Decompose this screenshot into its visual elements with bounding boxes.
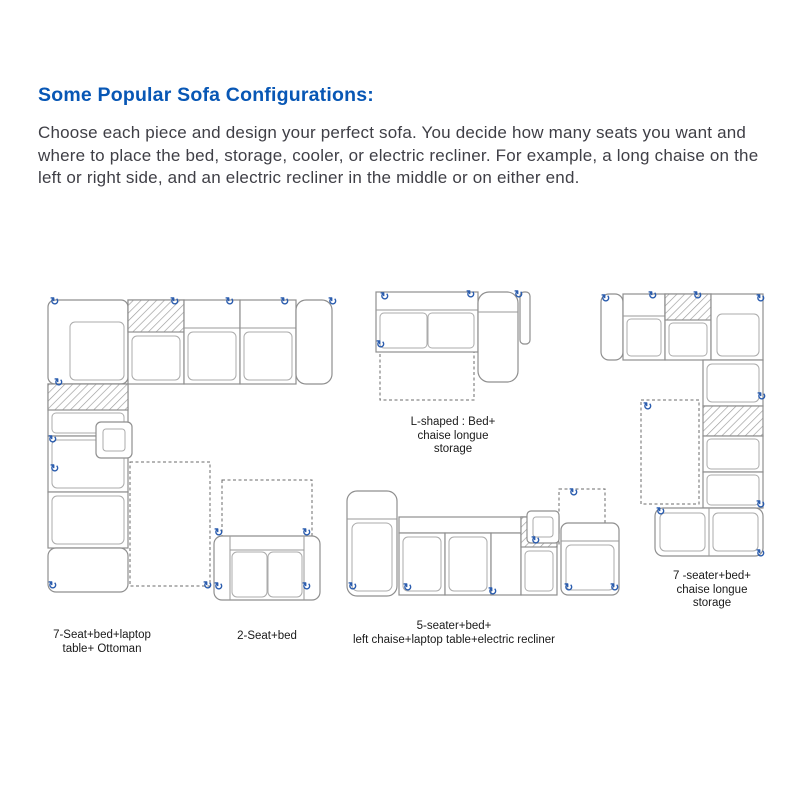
label-line: 7 -seater+bed+ — [672, 570, 751, 582]
diagram-5-seater-recliner: 5-seater+bed+ left chaise+laptop table+e… — [343, 487, 623, 652]
intro-text: Choose each piece and design your perfec… — [38, 123, 759, 187]
diagram-l-shaped-bed-chaise: L-shaped : Bed+ chaise longue storage ↻↻… — [372, 288, 532, 458]
diagram-7-seater-chaise-storage: 7 -seater+bed+ chaise longue storage ↻↻↻… — [597, 288, 767, 613]
label-line: 5-seater+bed+ — [416, 620, 492, 632]
diagram-2-seat-bed: 2-Seat+bed ↻↻↻↻ — [212, 478, 322, 653]
diagram-label: 2-Seat+bed — [210, 630, 324, 644]
sofa-top-view-drawing — [375, 291, 531, 401]
sofa-top-view-drawing — [213, 479, 321, 601]
label-line: 2-Seat+bed — [237, 630, 297, 642]
label-line: storage — [692, 597, 732, 609]
label-line: storage — [433, 443, 473, 455]
label-line: chaise longue — [676, 583, 748, 596]
sofa-top-view-drawing — [346, 488, 620, 597]
sofa-top-view-drawing — [600, 293, 764, 557]
label-line: left chaise+laptop table+electric reclin… — [352, 633, 555, 646]
sofa-top-view-drawing — [47, 299, 333, 593]
diagram-7-seat-corner: 7-Seat+bed+laptop table+ Ottoman ↻↻↻↻↻↻↻… — [40, 292, 340, 667]
label-line: chaise longue — [417, 429, 489, 442]
diagram-label: 7-Seat+bed+laptop table+ Ottoman — [17, 629, 187, 656]
diagram-label: 7 -seater+bed+ chaise longue storage — [657, 570, 767, 611]
page-title: Some Popular Sofa Configurations: — [38, 84, 374, 106]
label-line: table+ Ottoman — [62, 642, 142, 655]
diagram-label: 5-seater+bed+ left chaise+laptop table+e… — [343, 620, 565, 647]
label-line: 7-Seat+bed+laptop — [53, 629, 151, 641]
label-line: L-shaped : Bed+ — [410, 416, 496, 428]
diagram-label: L-shaped : Bed+ chaise longue storage — [393, 416, 513, 457]
